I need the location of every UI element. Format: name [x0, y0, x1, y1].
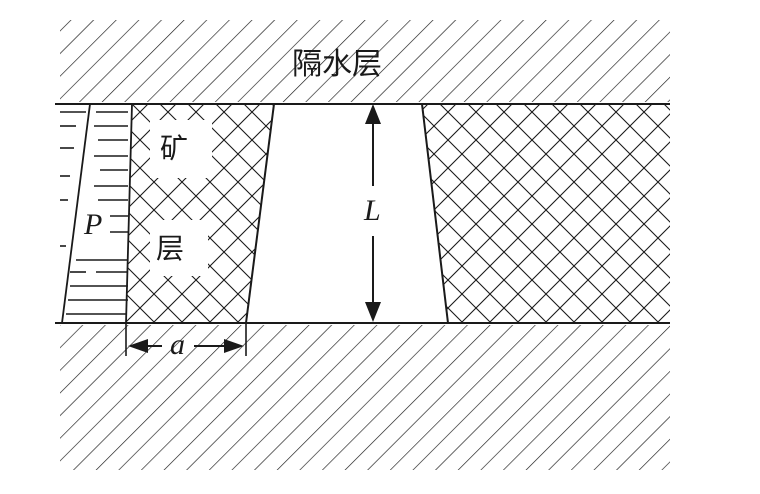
dimension-l: L	[363, 104, 381, 322]
aquiclude-label: 隔水层	[292, 47, 382, 82]
a-label: a	[170, 328, 185, 361]
goaf-right-edge	[421, 103, 449, 324]
arrowhead-up	[365, 104, 381, 124]
aquiclude-bottom-layer	[60, 325, 670, 470]
ore-label-char-2: 层	[156, 232, 184, 265]
dimension-a: a	[125, 323, 247, 361]
ore-seam-left-crosshatch	[126, 104, 274, 323]
arrowhead-left	[128, 339, 148, 353]
aquiclude-top-layer	[60, 20, 670, 102]
p-layer-label: P	[83, 208, 102, 241]
ore-seam-right-crosshatch	[422, 104, 670, 323]
goaf-left-edge	[245, 103, 275, 324]
arrowhead-down	[365, 302, 381, 322]
l-label: L	[363, 194, 381, 227]
arrowhead-right	[224, 339, 244, 353]
ore-label-char-1: 矿	[160, 132, 188, 165]
water-bearing-layer-p	[60, 103, 133, 324]
